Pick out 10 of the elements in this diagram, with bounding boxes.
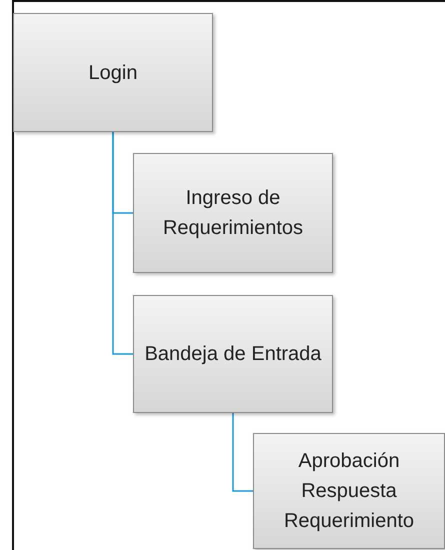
box-label: Login (88, 60, 138, 86)
box-label: Bandeja de Entrada (144, 342, 322, 367)
process-box (133, 153, 333, 273)
process-box (253, 433, 445, 549)
process-box (13, 13, 213, 132)
box-label: Aprobación Respuesta Requerimiento (282, 449, 416, 534)
box-label: Ingreso de Requerimientos (162, 186, 304, 241)
connector-line (112, 132, 133, 355)
connector-line (232, 413, 253, 492)
process-box (133, 295, 333, 413)
